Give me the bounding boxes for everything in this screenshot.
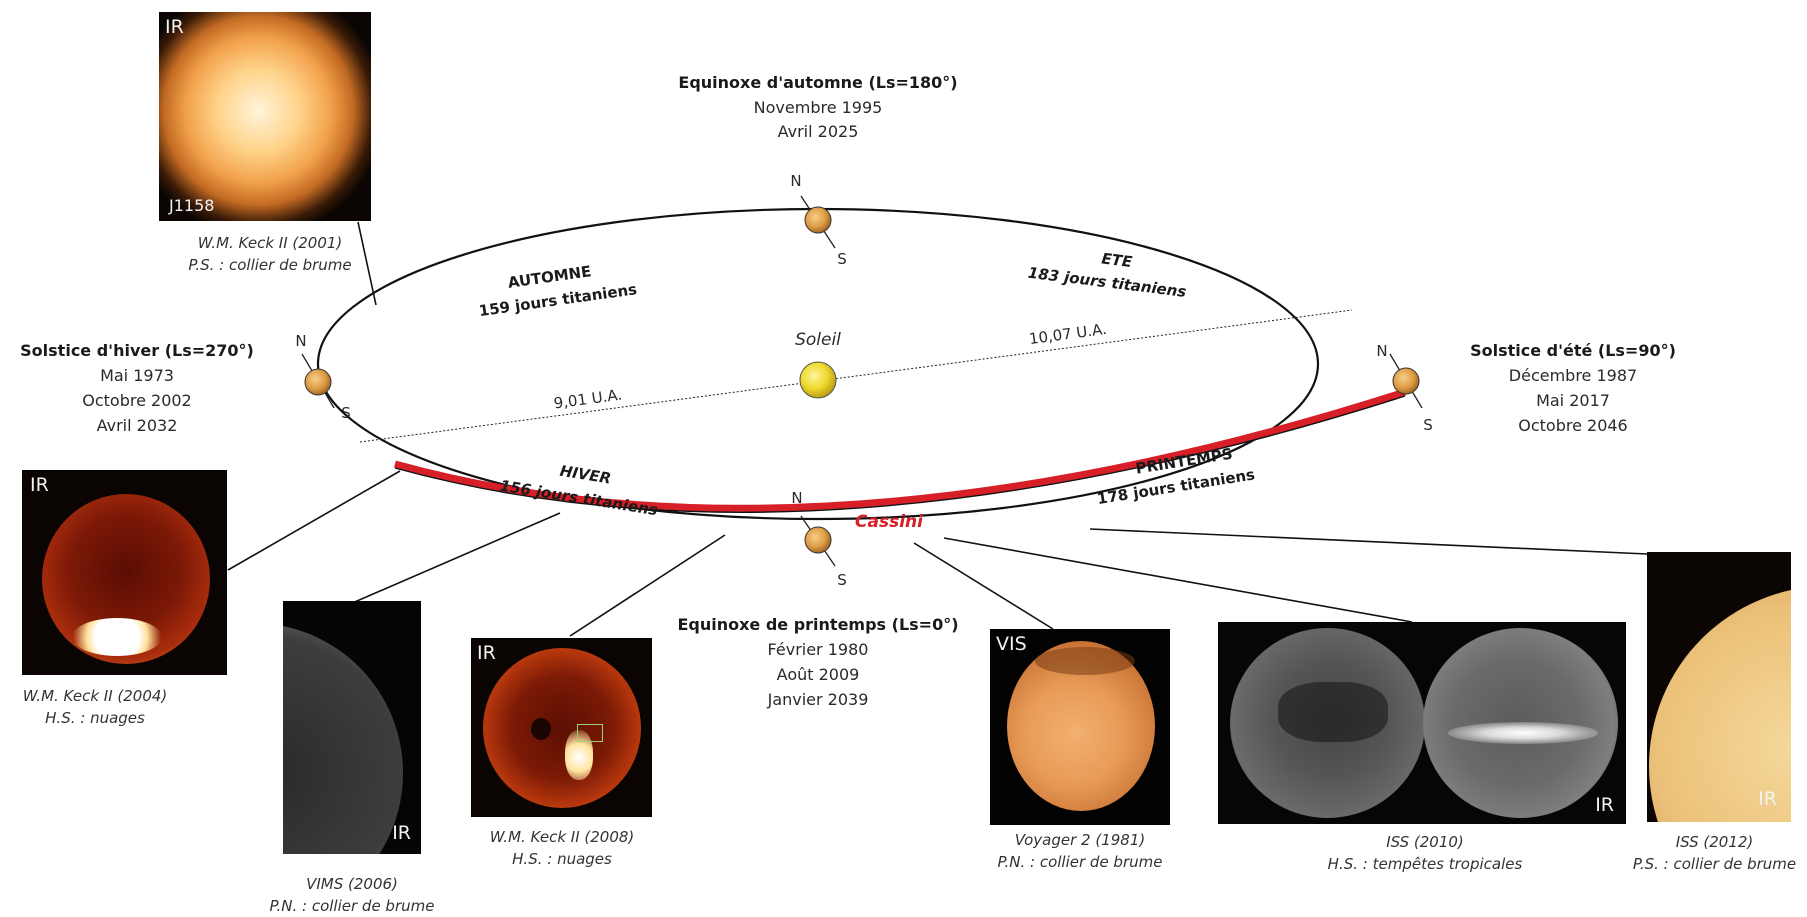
titan-icon	[304, 368, 332, 396]
south-pole-label: S	[341, 404, 351, 422]
caption-keck-2001: W.M. Keck II (2001) P.S. : collier de br…	[188, 234, 352, 274]
observation-keck-2001: IR J1158	[159, 12, 371, 221]
sun-icon	[799, 361, 837, 399]
apsides-line	[359, 309, 1353, 443]
observation-iss-2010: IR	[1218, 622, 1626, 824]
autumn-equinox-label: Equinoxe d'automne (Ls=180°) Novembre 19…	[678, 73, 957, 141]
svg-text:Avril 2025: Avril 2025	[778, 122, 859, 141]
svg-text:Février 1980: Février 1980	[768, 640, 869, 659]
observation-iss-2012: IR	[1647, 552, 1791, 822]
svg-text:Mai 2017: Mai 2017	[1536, 391, 1610, 410]
titan-top: N S	[790, 172, 846, 268]
svg-text:Octobre 2002: Octobre 2002	[82, 391, 191, 410]
caption-keck-2008: W.M. Keck II (2008) H.S. : nuages	[489, 828, 635, 868]
north-pole-label: N	[295, 332, 306, 350]
svg-text:Août 2009: Août 2009	[777, 665, 860, 684]
spectral-band-label: IR	[1758, 788, 1777, 810]
svg-text:ETE: ETE	[1101, 250, 1134, 272]
summer-solstice-label: Solstice d'été (Ls=90°) Décembre 1987 Ma…	[1470, 341, 1676, 435]
svg-text:Solstice d'hiver (Ls=270°): Solstice d'hiver (Ls=270°)	[20, 341, 254, 360]
caption-keck-2004: W.M. Keck II (2004) H.S. : nuages	[22, 687, 168, 727]
observation-keck-2008: IR	[471, 638, 652, 817]
observation-voyager-1981: VIS	[990, 629, 1170, 825]
south-pole-label: S	[837, 571, 847, 589]
caption-vims-2006: VIMS (2006) P.N. : collier de brume	[269, 875, 435, 915]
observation-vims-2006: IR	[283, 601, 421, 854]
titan-bottom: N S	[791, 489, 846, 589]
winter-solstice-label: Solstice d'hiver (Ls=270°) Mai 1973 Octo…	[20, 341, 254, 435]
spring-equinox-label: Equinoxe de printemps (Ls=0°) Février 19…	[677, 615, 958, 709]
svg-text:Décembre 1987: Décembre 1987	[1509, 366, 1637, 385]
spectral-band-label: IR	[477, 642, 496, 664]
north-pole-label: N	[790, 172, 801, 190]
spectral-band-label: IR	[1595, 794, 1614, 816]
svg-text:Equinoxe de printemps (Ls=0°): Equinoxe de printemps (Ls=0°)	[677, 615, 958, 634]
titan-icon	[804, 526, 832, 554]
season-autumn: AUTOMNE 159 jours titaniens	[478, 262, 638, 320]
svg-text:156 jours titaniens: 156 jours titaniens	[499, 477, 659, 520]
svg-text:Avril 2032: Avril 2032	[97, 416, 178, 435]
season-winter: HIVER 156 jours titaniens	[499, 462, 659, 520]
leader-lines	[227, 221, 1648, 637]
south-pole-label: S	[1423, 416, 1433, 434]
perihelion-distance: 9,01 U.A.	[553, 386, 623, 413]
svg-text:Mai 1973: Mai 1973	[100, 366, 174, 385]
spectral-band-label: IR	[392, 822, 411, 844]
spectral-band-label: IR	[30, 474, 49, 496]
cassini-arc	[394, 388, 1407, 512]
svg-text:183 jours titaniens: 183 jours titaniens	[1027, 264, 1187, 301]
titan-left: N S	[295, 332, 350, 422]
caption-voyager-1981: Voyager 2 (1981) P.N. : collier de brume	[997, 831, 1163, 871]
svg-text:Solstice d'été (Ls=90°): Solstice d'été (Ls=90°)	[1470, 341, 1676, 360]
svg-text:Novembre 1995: Novembre 1995	[754, 98, 883, 117]
titan-right: N S	[1376, 342, 1432, 434]
svg-text:HIVER: HIVER	[559, 462, 613, 488]
season-summer: ETE 183 jours titaniens	[1027, 250, 1187, 301]
season-spring: PRINTEMPS 178 jours titaniens	[1096, 445, 1256, 508]
titan-icon	[804, 206, 832, 234]
svg-text:Octobre 2046: Octobre 2046	[1518, 416, 1627, 435]
observation-keck-2004: IR	[22, 470, 227, 675]
caption-iss-2012: ISS (2012) P.S. : collier de brume	[1632, 833, 1797, 873]
svg-text:159 jours titaniens: 159 jours titaniens	[478, 280, 638, 320]
cassini-label: Cassini	[855, 512, 924, 532]
image-id-label: J1158	[169, 196, 215, 215]
spectral-band-label: VIS	[996, 633, 1027, 655]
svg-text:Equinoxe d'automne (Ls=180°): Equinoxe d'automne (Ls=180°)	[678, 73, 957, 92]
titan-icon	[1392, 367, 1420, 395]
south-pole-label: S	[837, 250, 847, 268]
sun-label: Soleil	[795, 330, 841, 350]
aphelion-distance: 10,07 U.A.	[1028, 320, 1108, 348]
north-pole-label: N	[1376, 342, 1387, 360]
north-pole-label: N	[791, 489, 802, 507]
caption-iss-2010: ISS (2010) H.S. : tempêtes tropicales	[1327, 833, 1523, 873]
spectral-band-label: IR	[165, 16, 184, 38]
svg-text:Janvier 2039: Janvier 2039	[767, 690, 869, 709]
